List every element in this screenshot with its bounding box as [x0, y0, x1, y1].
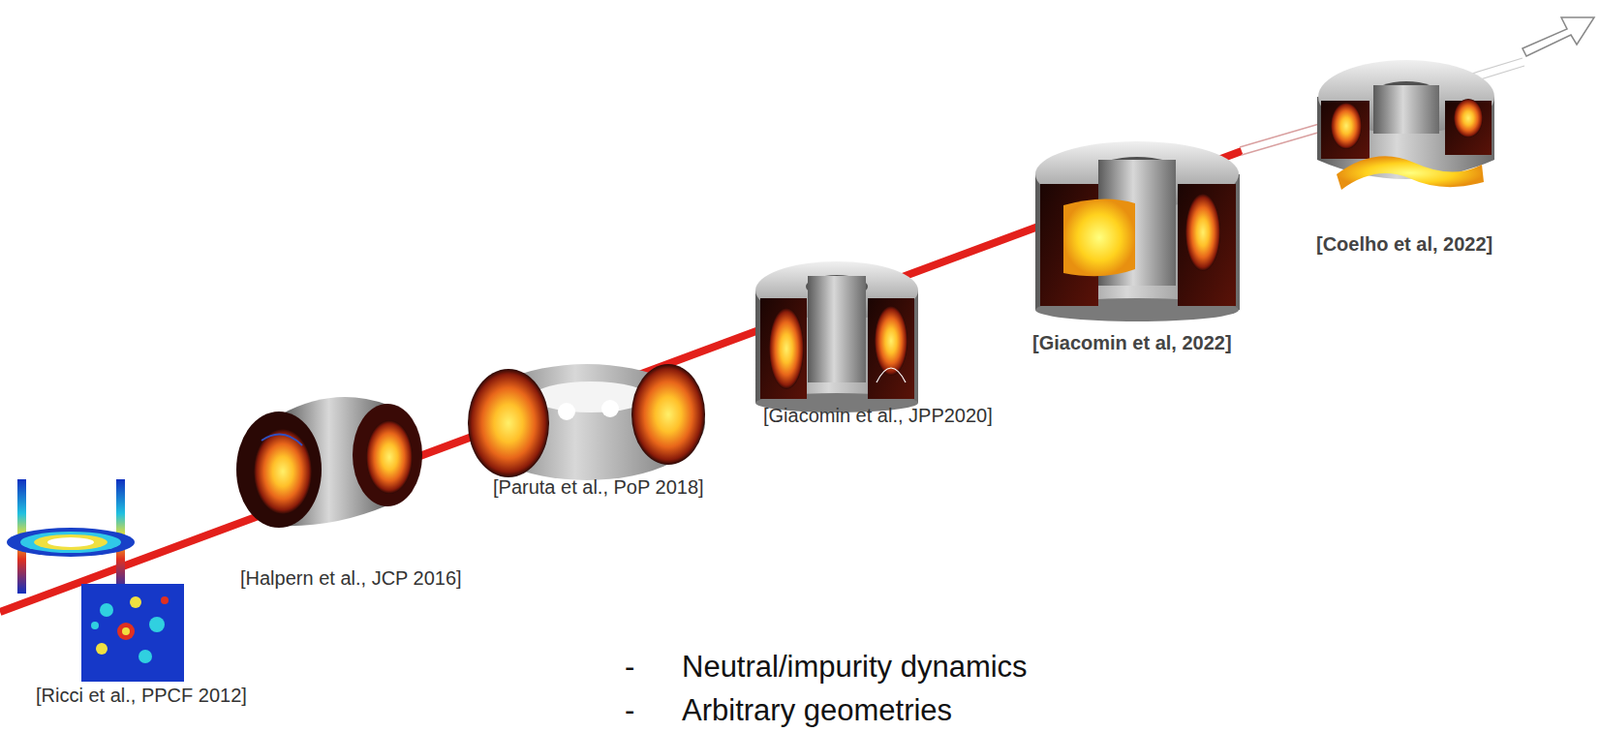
bullet-dash: -: [624, 692, 635, 729]
citation-label: [Halpern et al., JCP 2016]: [240, 566, 462, 590]
citation-label: [Ricci et al., PPCF 2012]: [35, 683, 247, 708]
citation-label: [Giacomin et al., JPP2020]: [763, 403, 993, 428]
citation-label: [Coelho et al, 2022]: [1316, 232, 1493, 256]
citation-label: [Paruta et al., PoP 2018]: [492, 475, 705, 499]
bullet-text: Neutral/impurity dynamics: [681, 648, 1028, 685]
bullet-dash: -: [624, 648, 635, 685]
citation-label: [Giacomin et al, 2022]: [1032, 331, 1232, 355]
bullet-text: Arbitrary geometries: [681, 692, 953, 729]
